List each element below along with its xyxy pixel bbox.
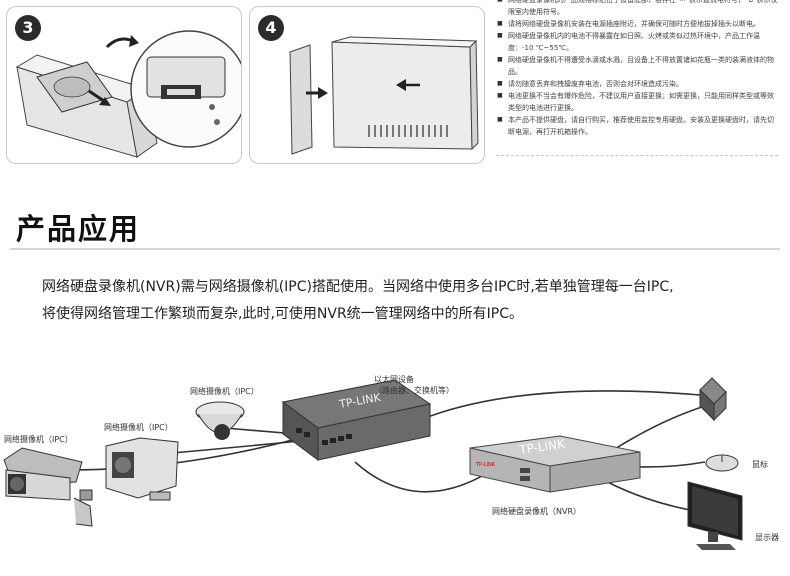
section-title: 产品应用 — [16, 212, 141, 246]
step-3-panel: 3 — [6, 6, 242, 164]
cover-close-illustration — [289, 36, 479, 155]
note-item: 请勿随意丢弃和拽擅废弃电池，否则会对环境造成污染。 — [496, 78, 778, 90]
label-ipc-box: 网络摄像机（IPC） — [104, 423, 173, 432]
mouse-device — [705, 454, 739, 472]
notes-divider — [496, 155, 778, 156]
step-3-badge: 3 — [15, 15, 41, 41]
bullet-camera — [3, 447, 93, 527]
application-description: 网络硬盘录像机(NVR)需与网络摄像机(IPC)搭配使用。当网络中使用多台IPC… — [42, 274, 772, 328]
description-line-2: 将使得网络管理工作繁琐而复杂,此时,可使用NVR统一管理网络中的所有IPC。 — [42, 306, 524, 322]
title-divider — [10, 248, 780, 250]
step-4-panel: 4 — [249, 6, 485, 164]
note-item: 请将网络硬盘录像机安装在电源插座附近，并确保可随时方便地拔掉插头以断电。 — [496, 18, 778, 30]
note-item: 网络硬盘录像机内的电池不得暴露在如日照、火烤或类似过热环境中，产品工作温度：-1… — [496, 30, 778, 54]
description-line-1: 网络硬盘录像机(NVR)需与网络摄像机(IPC)搭配使用。当网络中使用多台IPC… — [42, 279, 674, 295]
monitor-device — [687, 481, 743, 550]
note-item: 本产品不提供硬盘，请自行购买，推荐使用监控专用硬盘。安装及更换硬盘时，请先切断电… — [496, 114, 778, 138]
safety-notes: 网络硬盘录像机的产品规格标贴位于设备底部，若存在“⎓”表示直流电符号，“⌂”表示… — [496, 0, 778, 162]
step-4-badge: 4 — [258, 15, 284, 41]
nvr-brand-small: TP-LINK — [475, 462, 496, 468]
label-nvr: 网络硬盘录像机（NVR） — [492, 507, 582, 516]
storage-device — [699, 377, 727, 422]
note-item: 网络硬盘录像机不得遭受水滴或水溅，且设备上不得放置诸如花瓶一类的装满液体的物品。 — [496, 54, 778, 78]
label-ipc-bullet: 网络摄像机（IPC） — [4, 435, 73, 444]
nvr-device: TP-LINK TP-LINK — [469, 435, 641, 493]
note-item: 电池更换不当会有爆炸危险，不建议用户直接更换；如需更换，只能用同样类型或等效类型… — [496, 90, 778, 114]
box-camera — [105, 437, 179, 501]
label-switch-line2: （路由器、交换机等） — [374, 386, 454, 395]
network-diagram: TP-LINK TP-LINK TP-LINK — [3, 377, 743, 550]
label-switch-line1: 以太网设备 — [374, 375, 414, 384]
nvr-brand: TP-LINK — [517, 437, 566, 458]
label-ipc-dome: 网络摄像机（IPC） — [190, 387, 259, 396]
label-mouse: 鼠标 — [752, 460, 768, 469]
dome-camera — [195, 401, 245, 440]
label-monitor: 显示器 — [755, 533, 779, 542]
hdd-install-illustration — [15, 30, 241, 158]
note-item: 网络硬盘录像机的产品规格标贴位于设备底部，若存在“⎓”表示直流电符号，“⌂”表示… — [496, 0, 778, 18]
switch-device: TP-LINK — [281, 379, 432, 461]
